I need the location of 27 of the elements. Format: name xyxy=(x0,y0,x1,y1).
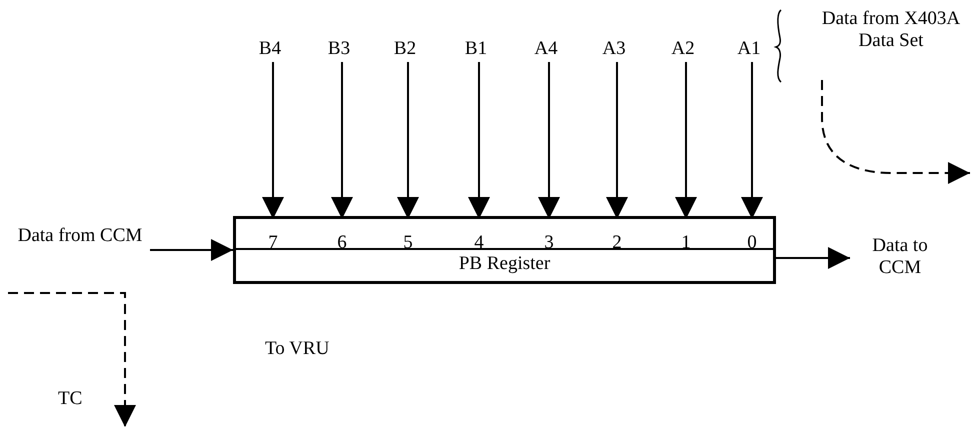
arrow xyxy=(776,247,850,269)
signal-label: TC xyxy=(58,384,122,428)
note-label: To VRU xyxy=(265,338,330,360)
signal-label: B1 xyxy=(461,38,491,62)
arrow xyxy=(606,62,628,219)
signal-label: A4 xyxy=(531,38,561,62)
signal-label: B2 xyxy=(390,38,420,62)
arrow xyxy=(468,62,490,219)
signal-label: Data to CCM xyxy=(850,235,950,285)
arrow xyxy=(331,62,353,219)
signal-label: A2 xyxy=(668,38,698,62)
arrow xyxy=(675,62,697,219)
signal-label: B3 xyxy=(324,38,354,62)
register-box xyxy=(233,216,776,284)
arrow xyxy=(262,62,284,219)
signal-label: Data from X403A Data Set xyxy=(812,8,970,80)
arrow xyxy=(821,80,970,184)
arrow xyxy=(150,239,233,261)
signal-label: A3 xyxy=(599,38,629,62)
signal-label: Data from CCM xyxy=(10,225,150,275)
arrow xyxy=(397,62,419,219)
arrow xyxy=(538,62,560,219)
arrow xyxy=(741,62,763,219)
signal-label: B4 xyxy=(255,38,285,62)
arrow xyxy=(8,292,136,427)
register-name: PB Register xyxy=(236,248,773,281)
signal-label: A1 xyxy=(734,38,764,62)
